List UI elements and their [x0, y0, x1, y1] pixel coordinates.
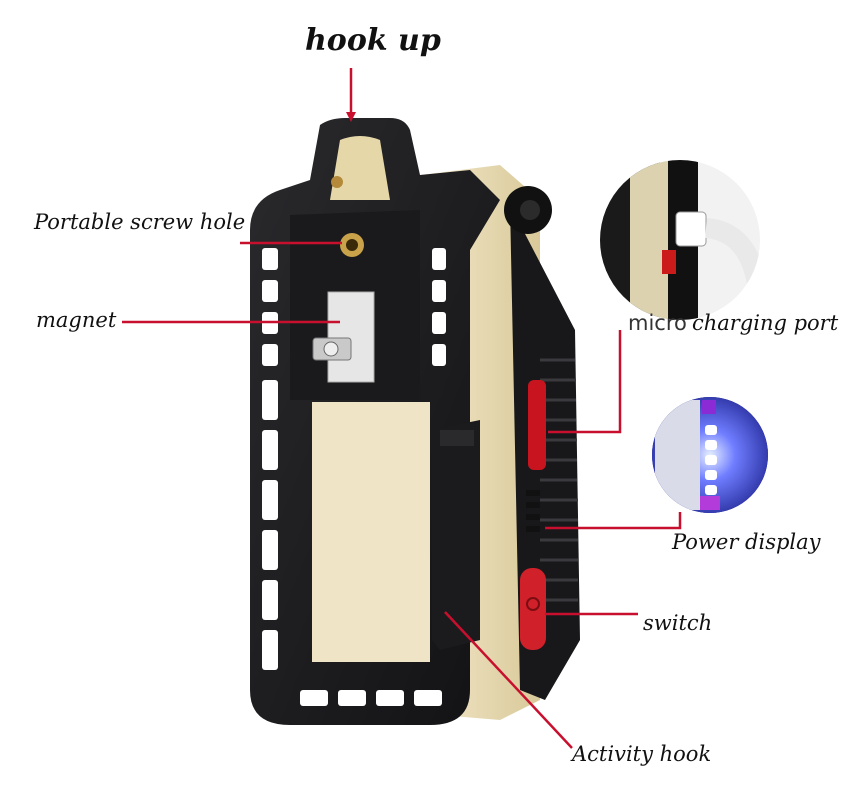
label-magnet: magnet [36, 308, 117, 332]
leader-lines [122, 68, 682, 749]
battery-led-icon [526, 490, 540, 532]
label-switch: switch [643, 611, 713, 635]
frame-slots-bottom [300, 690, 442, 706]
label-charging-port-rest: charging port [691, 311, 839, 335]
hook-icon [330, 136, 390, 200]
frame-slots-right [432, 248, 446, 366]
cob-light-panel [312, 402, 430, 662]
label-power-display: Power display [672, 530, 821, 554]
work-light-device [250, 118, 580, 725]
power-button-icon [520, 568, 546, 650]
label-hook-up: hook up [305, 23, 441, 58]
label-activity-hook: Activity hook [572, 742, 712, 766]
label-charging-port: micro charging port [628, 313, 838, 334]
magnet-stud [312, 337, 352, 361]
charging-port-inset [600, 160, 760, 320]
charge-cover [528, 380, 546, 470]
label-charging-port-micro: micro [628, 311, 687, 335]
activity-hook-bracket [432, 420, 480, 650]
screw-hole-icon [340, 233, 364, 257]
power-display-inset [652, 397, 768, 513]
frame-slots-left [262, 248, 278, 670]
label-screw-hole: Portable screw hole [34, 210, 246, 234]
magnet-icon [327, 291, 375, 383]
